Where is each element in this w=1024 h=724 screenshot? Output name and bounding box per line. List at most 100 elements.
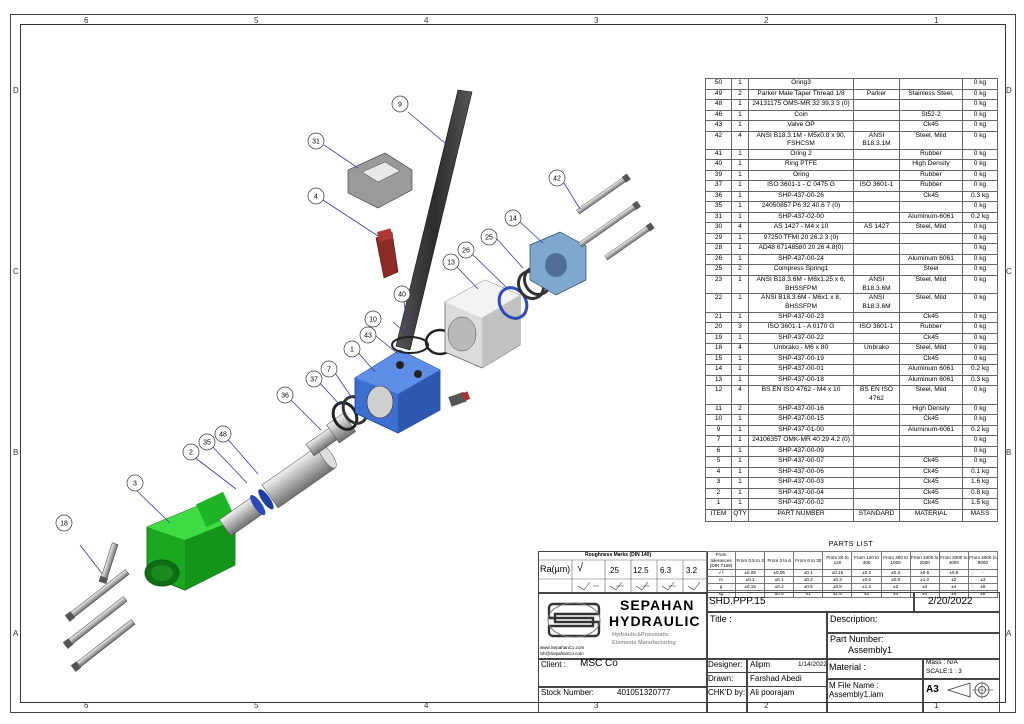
client-value: MSC Co (580, 658, 618, 669)
parts-cell-material: Ck45 (899, 487, 963, 500)
parts-cell-mass: 0 kg (962, 322, 998, 334)
file-name-value: Assembly1.iam (829, 690, 884, 699)
parts-cell-standard (853, 466, 900, 479)
parts-cell-qty: 1 (731, 466, 749, 479)
svg-text:2: 2 (189, 450, 193, 457)
parts-cell-mass: 0 kg (962, 99, 998, 111)
company-sub-line2: Elements Manufacturing (612, 640, 676, 646)
zone-bottom-2: 2 (764, 701, 769, 710)
description-cell (826, 611, 1000, 634)
parts-cell-standard (853, 148, 900, 161)
svg-text:43: 43 (364, 333, 372, 340)
parts-cell-material (899, 445, 963, 458)
parts-cell-qty: 1 (731, 99, 749, 111)
tolerance-cell: ±4 (938, 582, 969, 591)
parts-cell-item: 42 (705, 130, 732, 150)
parts-cell-standard: ISO 3601-1 (853, 322, 900, 334)
parts-cell-standard (853, 374, 900, 387)
tolerance-header-cell: From 4000 to 8000 (967, 551, 999, 570)
parts-cell-mass: 0 kg (962, 264, 998, 276)
parts-cell-material: Steel, Mild (899, 274, 963, 295)
parts-cell-qty: 1 (731, 232, 749, 245)
tolerance-cell: ±2 (938, 575, 969, 584)
parts-cell-material (899, 232, 963, 245)
parts-cell-qty: 1 (731, 293, 749, 313)
roughness-12-5: 12.5 (633, 566, 649, 575)
parts-cell-item: 40 (705, 159, 732, 171)
parts-cell-item: 18 (705, 343, 732, 355)
parts-cell-mass: 0 kg (962, 109, 998, 121)
parts-cell-material (899, 201, 963, 213)
parts-cell-mass: 0 kg (962, 120, 998, 132)
scale-label: SCALE:1 : 3 (926, 668, 962, 675)
tolerance-row: √ f±0.05±0.05±0.1±0.15±0.2±0.3±0.5±0.8- (705, 568, 999, 577)
designer-divider (746, 658, 748, 713)
tolerance-cell: ±0.05 (764, 568, 795, 577)
balloon-7: 7 (320, 360, 338, 378)
parts-cell-part-number: Oring3 (748, 78, 854, 90)
parts-cell-standard (853, 445, 900, 458)
parts-cell-material (899, 243, 963, 255)
parts-cell-qty: 1 (731, 424, 749, 437)
parts-cell-mass: 0 kg (962, 148, 998, 161)
balloon-3: 3 (126, 474, 144, 492)
parts-cell-standard (853, 435, 900, 447)
balloon-40: 40 (393, 285, 411, 303)
balloon-31: 31 (307, 132, 325, 150)
balloon-2: 2 (182, 443, 200, 461)
part-4-red-knob (322, 199, 399, 279)
parts-cell-qty: 4 (731, 222, 749, 234)
company-sub-line1: Hydraulic&Pneumatic (612, 632, 669, 638)
description-label: Description: (830, 614, 878, 624)
parts-cell-mass: 1.6 kg (962, 477, 998, 489)
parts-cell-qty: 1 (731, 180, 749, 192)
parts-cell-mass: 0.3 kg (962, 374, 998, 387)
parts-cell-item: 4 (705, 466, 732, 479)
parts-cell-qty: 1 (731, 211, 749, 224)
parts-cell-material: High Density (899, 159, 963, 171)
parts-cell-item: 22 (705, 293, 732, 313)
parts-cell-part-number: SHP-437-00-23 (748, 311, 854, 324)
parts-cell-material (899, 435, 963, 447)
tolerance-row: sg-±0.5±1±1.5±2±3±4±6±8 (705, 589, 999, 598)
parts-cell-qty: 1 (731, 435, 749, 447)
svg-text:1: 1 (350, 347, 354, 354)
tolerance-cell: ±8 (967, 589, 999, 598)
parts-cell-item: 9 (705, 424, 732, 437)
zone-right-c: C (1006, 267, 1012, 276)
company-name-line2: HYDRAULIC (609, 613, 701, 629)
parts-cell-qty: 1 (731, 498, 749, 510)
tolerance-cell: ±1.2 (909, 575, 940, 584)
sheet-size-cell (922, 678, 1000, 713)
zone-left-c: C (13, 267, 19, 276)
parts-cell-material: Steel (899, 264, 963, 276)
parts-cell-item: 26 (705, 253, 732, 266)
parts-cell-part-number: AS 1427 - M4 x 10 (748, 222, 854, 234)
outer-border (10, 14, 1016, 713)
balloon-35: 35 (198, 433, 216, 451)
zone-left-b: B (13, 448, 19, 457)
shaft-assembly (192, 435, 337, 537)
parts-cell-item: 43 (705, 120, 732, 132)
parts-cell-item: 41 (705, 148, 732, 161)
parts-cell-standard (853, 201, 900, 213)
svg-text:37: 37 (310, 377, 318, 384)
parts-cell-item: 3 (705, 477, 732, 489)
parts-cell-item: 49 (705, 88, 732, 100)
balloon-48: 48 (214, 425, 232, 443)
header-item: ITEM (705, 508, 732, 522)
balloon-42: 42 (548, 169, 566, 187)
parts-cell-part-number: SHP-437-00-01 (748, 364, 854, 376)
parts-cell-part-number: ISO 3601-1 - A 0170 G (748, 322, 854, 334)
part-31-bracket (323, 144, 413, 209)
header-mass: MASS (962, 508, 998, 522)
parts-cell-material: Steel, Mild (899, 343, 963, 355)
tolerance-cell: ±3 (909, 582, 940, 591)
parts-cell-standard (853, 353, 900, 366)
